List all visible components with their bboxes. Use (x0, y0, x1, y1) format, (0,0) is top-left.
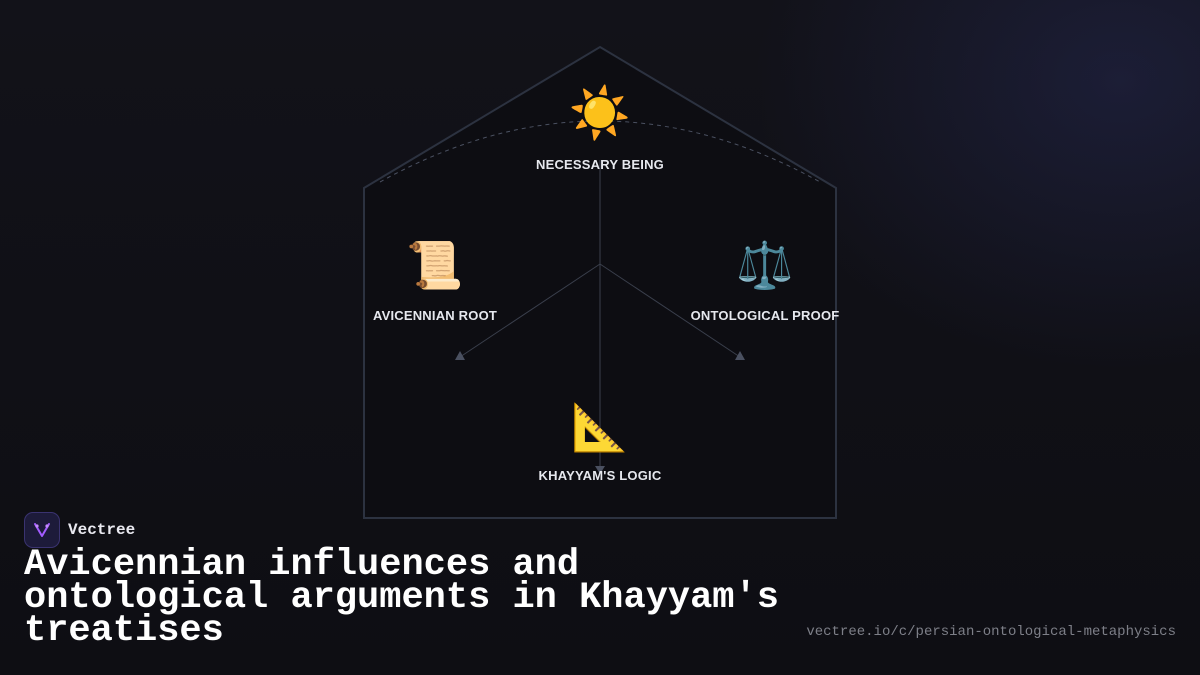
vectree-logo-icon (24, 512, 60, 548)
node-label-avicennian-root: AVICENNIAN ROOT (372, 308, 498, 323)
sun-icon: ☀️ (568, 84, 632, 142)
connector-to-left (459, 263, 601, 358)
node-label-ontological-proof: ONTOLOGICAL PROOF (690, 308, 840, 323)
node-label-khayyams-logic: KHAYYAM'S LOGIC (538, 468, 662, 483)
page-url: vectree.io/c/persian-ontological-metaphy… (806, 624, 1176, 640)
vectree-logo-mark (34, 523, 50, 537)
connector-to-right (599, 263, 741, 358)
brand-name: Vectree (68, 521, 136, 539)
scales-icon: ⚖️ (736, 238, 794, 292)
page-title: Avicennian influences and ontological ar… (24, 544, 779, 652)
brand: Vectree (24, 512, 135, 548)
scroll-icon: 📜 (406, 238, 464, 292)
arrowhead-left (455, 351, 465, 360)
dashed-arc (379, 120, 821, 183)
triangular-ruler-icon: 📐 (571, 400, 629, 454)
arrowhead-right (735, 351, 745, 360)
node-label-necessary-being: NECESSARY BEING (536, 157, 664, 172)
arrowhead-bottom (595, 466, 605, 474)
